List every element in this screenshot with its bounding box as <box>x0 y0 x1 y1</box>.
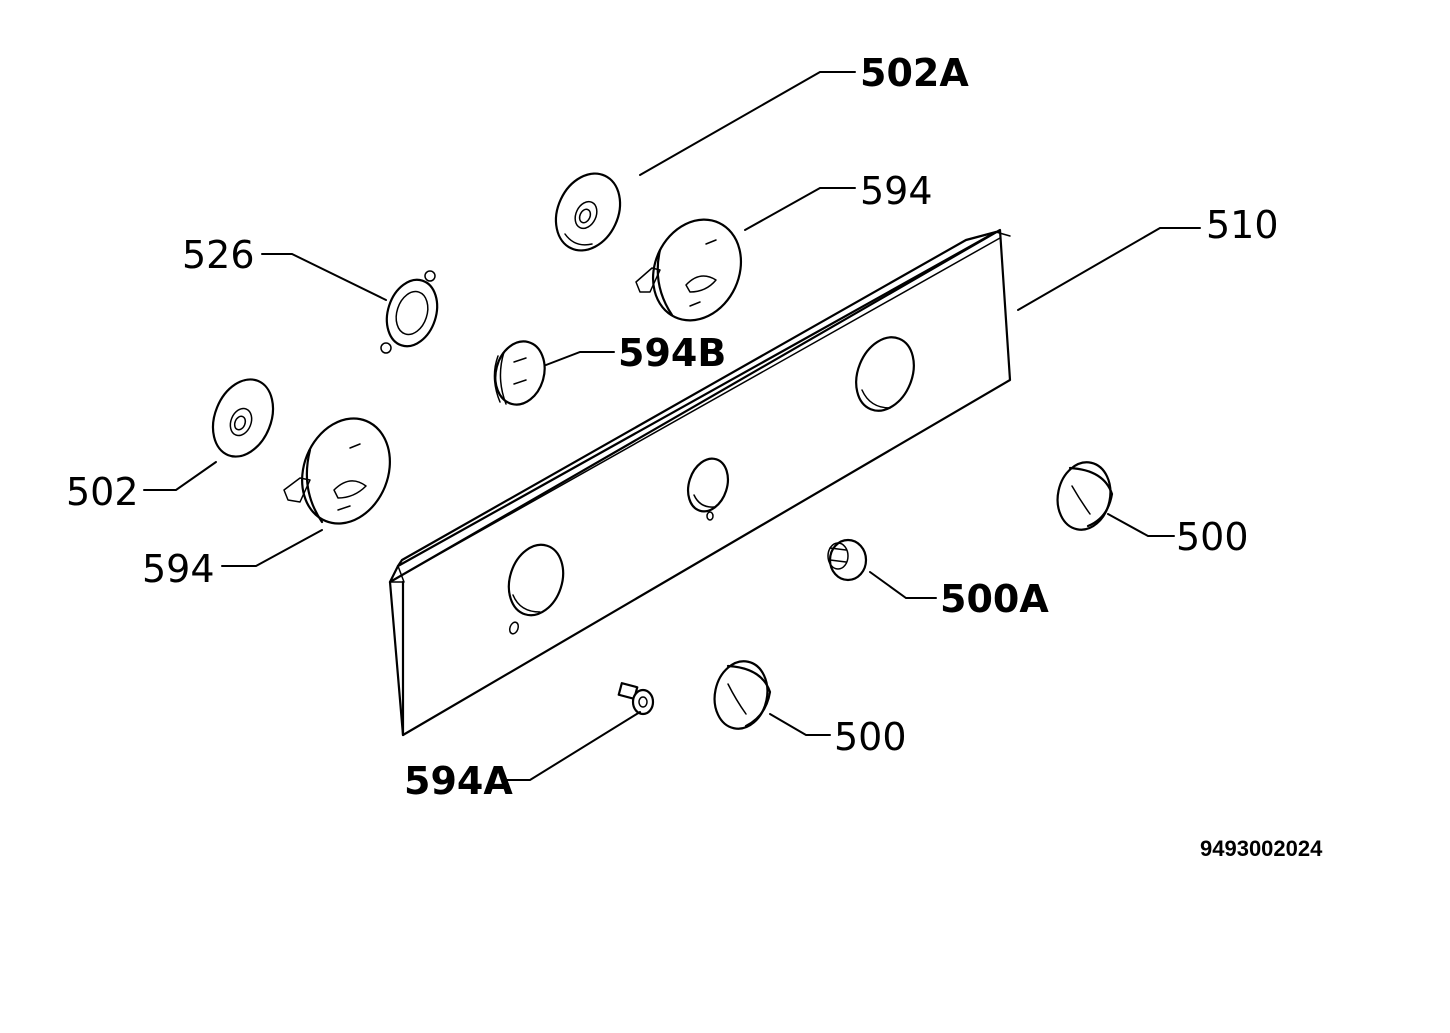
label-594-top: 594 <box>860 169 933 213</box>
disc-502A <box>554 172 622 252</box>
document-number: 9493002024 <box>1200 836 1323 861</box>
label-594B: 594B <box>618 331 726 375</box>
leader-lines <box>143 71 1201 781</box>
label-502A: 502A <box>860 51 969 95</box>
label-510: 510 <box>1206 203 1279 247</box>
control-panel-510 <box>388 228 1012 737</box>
knob-500-right <box>1056 461 1114 531</box>
screw-594A <box>617 682 655 716</box>
label-500A: 500A <box>940 577 1049 621</box>
thermostat-594-left <box>283 417 391 525</box>
label-594A: 594A <box>404 759 513 803</box>
label-500-right: 500 <box>1176 515 1249 559</box>
label-500-bottom: 500 <box>834 715 907 759</box>
bezel-ring-526 <box>380 270 439 354</box>
knob-500-bottom <box>713 660 772 730</box>
label-594-left: 594 <box>142 547 215 591</box>
push-button-500A <box>827 538 868 582</box>
thermostat-594-top <box>635 218 743 322</box>
label-502: 502 <box>66 470 139 514</box>
disc-502 <box>211 378 275 458</box>
spacer-594B <box>493 340 546 406</box>
label-526: 526 <box>182 233 255 277</box>
